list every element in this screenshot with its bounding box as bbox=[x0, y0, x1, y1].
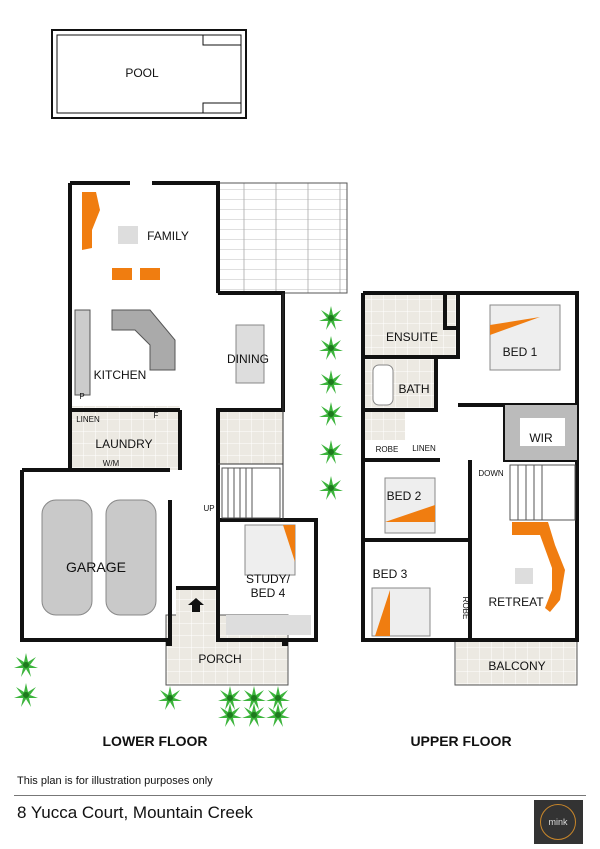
lower-floor: FAMILY KITCHEN DINING P LINEN F LAUNDRY … bbox=[20, 181, 348, 749]
room-label-ensuite: ENSUITE bbox=[386, 330, 438, 344]
tree-icon bbox=[319, 370, 343, 394]
tree-icon bbox=[266, 703, 290, 727]
entry-arrow-icon bbox=[188, 598, 204, 612]
tree-icon bbox=[14, 683, 38, 707]
room-label-bath: BATH bbox=[398, 382, 429, 396]
room-label-laundry: LAUNDRY bbox=[95, 437, 152, 451]
lower-floor-title: LOWER FLOOR bbox=[103, 733, 208, 749]
tree-icon bbox=[319, 440, 343, 464]
tree-icon bbox=[242, 703, 266, 727]
room-label-linen: LINEN bbox=[76, 415, 100, 424]
room-label-bed2: BED 2 bbox=[387, 489, 422, 503]
room-label-bed3: BED 3 bbox=[373, 567, 408, 581]
room-label-family: FAMILY bbox=[147, 229, 189, 243]
stair-label-up: UP bbox=[203, 504, 214, 513]
tree-icon bbox=[218, 703, 242, 727]
room-label-bed4: BED 4 bbox=[251, 586, 286, 600]
room-label-linen-upper: LINEN bbox=[412, 444, 436, 453]
room-label-study: STUDY/ bbox=[246, 572, 291, 586]
footer-divider bbox=[14, 795, 586, 796]
powder-floor bbox=[218, 408, 283, 464]
room-label-dining: DINING bbox=[227, 352, 269, 366]
tree-icon bbox=[319, 402, 343, 426]
disclaimer: This plan is for illustration purposes o… bbox=[17, 775, 213, 787]
room-label-retreat: RETREAT bbox=[488, 595, 544, 609]
laundry-floor bbox=[70, 406, 180, 470]
property-address: 8 Yucca Court, Mountain Creek bbox=[17, 803, 253, 822]
room-label-pantry: P bbox=[79, 392, 84, 401]
entry-floor bbox=[176, 588, 218, 640]
room-label-garage: GARAGE bbox=[66, 559, 126, 575]
pool-label: POOL bbox=[125, 66, 159, 80]
room-label-fridge: F bbox=[154, 411, 159, 420]
room-label-porch: PORCH bbox=[198, 652, 241, 666]
room-label-robe: ROBE bbox=[376, 445, 399, 454]
wc-floor bbox=[365, 412, 405, 440]
tree-icon bbox=[158, 686, 182, 710]
porch-posts bbox=[166, 640, 288, 646]
stair-label-down: DOWN bbox=[478, 469, 504, 478]
deck bbox=[217, 182, 348, 294]
logo-text: mink bbox=[540, 804, 576, 840]
ensuite-floor bbox=[365, 295, 458, 357]
tree-icon bbox=[319, 476, 343, 500]
tree-icon bbox=[14, 653, 38, 677]
room-label-wir: WIR bbox=[529, 431, 553, 445]
mink-logo: mink bbox=[534, 800, 583, 844]
room-label-wm: W/M bbox=[103, 459, 120, 468]
balcony-area bbox=[454, 639, 578, 686]
upper-floor: ENSUITE BED 1 BATH ROBE LINEN WIR DOWN B… bbox=[361, 291, 579, 749]
upper-floor-title: UPPER FLOOR bbox=[410, 733, 511, 749]
room-label-bed1: BED 1 bbox=[503, 345, 538, 359]
room-label-kitchen: KITCHEN bbox=[94, 368, 147, 382]
pool: POOL bbox=[51, 29, 247, 119]
room-label-balcony: BALCONY bbox=[488, 659, 545, 673]
room-label-robe-bed3: ROBE bbox=[461, 597, 470, 620]
tree-icon bbox=[319, 306, 343, 330]
tree-icon bbox=[319, 336, 343, 360]
